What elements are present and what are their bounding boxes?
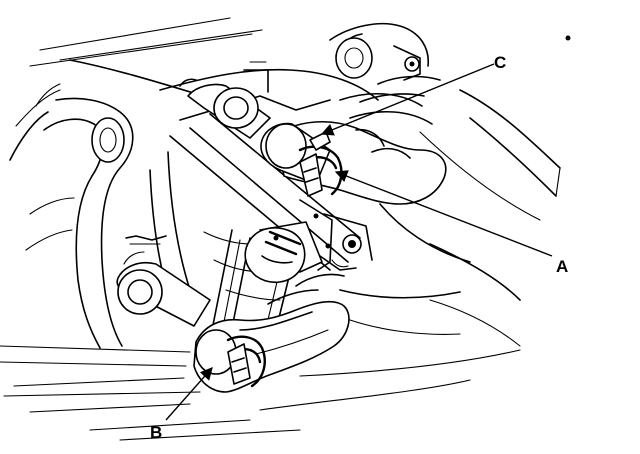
- leader-a: [334, 170, 553, 257]
- middle-connector: [244, 227, 306, 283]
- upper-hose-assembly: [260, 92, 447, 205]
- callout-b-label: B: [150, 423, 162, 442]
- background-body-panels: [0, 17, 521, 441]
- callout-leaders: [165, 63, 553, 421]
- left-large-hose: [25, 97, 134, 349]
- upper-heater-pipe: [179, 61, 271, 139]
- lower-heater-pipe: [116, 235, 211, 327]
- leader-c: [320, 63, 495, 136]
- leader-b: [165, 367, 213, 421]
- lower-hose-assembly: [193, 273, 350, 393]
- right-cowl: [339, 203, 521, 347]
- callout-c-label: C: [494, 53, 506, 72]
- callout-a-label: A: [556, 257, 568, 276]
